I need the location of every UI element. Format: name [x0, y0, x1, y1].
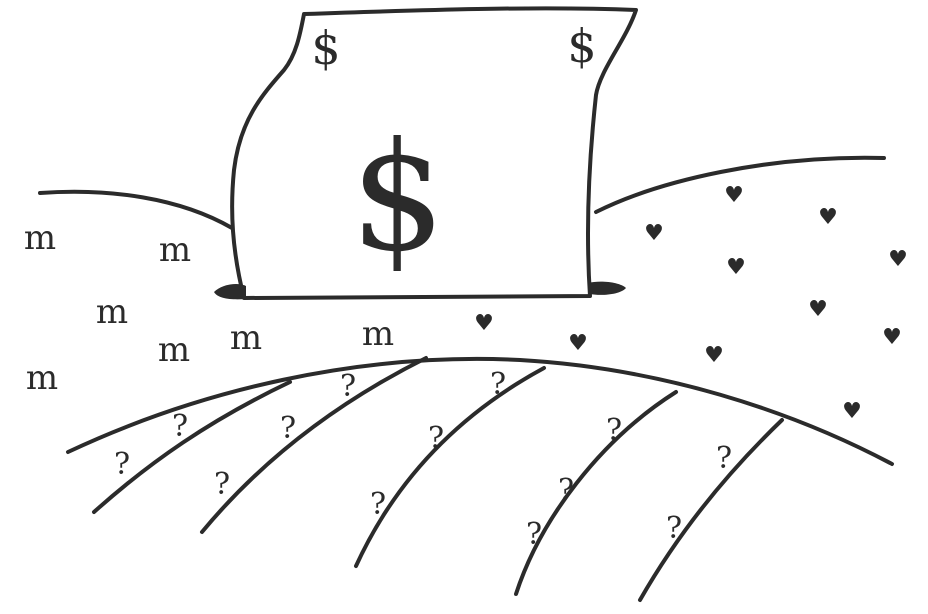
- m-mark: m: [96, 292, 128, 332]
- dollar-sign-center: $: [350, 111, 445, 285]
- heart-mark: ♥: [882, 325, 902, 350]
- m-mark: m: [24, 218, 56, 258]
- right-hill-line: [594, 155, 886, 214]
- heart-mark: ♥: [724, 183, 744, 208]
- sprout-mark: ?: [340, 369, 356, 404]
- m-mark: m: [26, 358, 58, 398]
- furrow-line: [200, 356, 428, 534]
- field-horizon-line: [66, 356, 894, 466]
- sprout-mark: ?: [558, 473, 574, 508]
- m-mark: m: [362, 314, 394, 354]
- sprout-mark: ?: [370, 487, 386, 522]
- sprout-mark: ?: [716, 441, 732, 476]
- right-field-marks: ♥ ♥ ♥ ♥ ♥ ♥ ♥ ♥ ♥ ♥ ♥: [474, 183, 908, 424]
- heart-mark: ♥: [704, 343, 724, 368]
- background-hills: [38, 155, 886, 230]
- heart-mark: ♥: [808, 297, 828, 322]
- sprout-mark: ?: [526, 517, 542, 552]
- dollar-sign-top-left: $: [311, 21, 340, 75]
- heart-mark: ♥: [818, 205, 838, 230]
- sprout-mark: ?: [172, 409, 188, 444]
- dollar-bill: $ $ $: [214, 6, 638, 300]
- sprout-mark: ?: [666, 511, 682, 546]
- sprout-mark: ?: [606, 413, 622, 448]
- sprout-mark: ?: [214, 467, 230, 502]
- field-sprouts: ? ? ? ? ? ? ? ? ? ? ? ? ?: [114, 367, 732, 552]
- plowed-field: [66, 356, 894, 602]
- heart-mark: ♥: [842, 399, 862, 424]
- sprout-mark: ?: [490, 367, 506, 402]
- sprout-mark: ?: [428, 421, 444, 456]
- m-mark: m: [158, 330, 190, 370]
- heart-mark: ♥: [888, 247, 908, 272]
- bill-shadow-left: [214, 284, 246, 300]
- furrow-line: [92, 380, 292, 514]
- m-mark: m: [230, 318, 262, 358]
- heart-mark: ♥: [726, 255, 746, 280]
- furrow-line: [514, 390, 678, 596]
- dollar-sign-top-right: $: [567, 19, 596, 73]
- bill-shadow-right: [588, 281, 626, 295]
- heart-mark: ♥: [568, 331, 588, 356]
- furrow-line: [638, 418, 784, 602]
- sprout-mark: ?: [280, 411, 296, 446]
- heart-mark: ♥: [644, 221, 664, 246]
- heart-mark: ♥: [474, 311, 494, 336]
- furrow-line: [354, 366, 546, 568]
- left-field-marks: m m m m m m m: [24, 218, 394, 398]
- left-hill-line: [38, 189, 234, 230]
- bill-outline: [230, 6, 638, 300]
- sprout-mark: ?: [114, 447, 130, 482]
- m-mark: m: [159, 230, 191, 270]
